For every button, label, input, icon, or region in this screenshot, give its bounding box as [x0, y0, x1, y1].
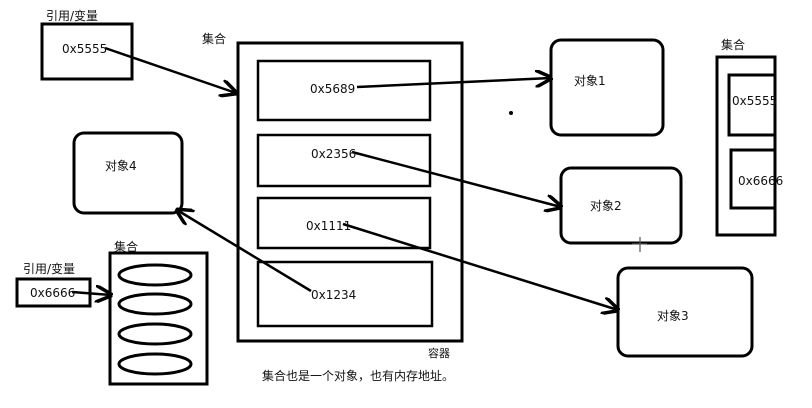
- set-label-bottom: 集合: [114, 240, 139, 254]
- crosshair-cursor-icon: [632, 237, 647, 252]
- object-label-2: 对象2: [590, 199, 622, 213]
- bottom-set-ellipse-3: [117, 322, 193, 346]
- right-set-value-2: 0x6666: [738, 174, 784, 188]
- object-box-4: [72, 131, 184, 215]
- object-box-1: [549, 38, 665, 137]
- arrow-slot4-to-object4: [177, 210, 312, 293]
- ref-value-top: 0x5555: [62, 42, 108, 56]
- set-label-right: 集合: [721, 38, 746, 52]
- stray-dot: [509, 111, 513, 115]
- bottom-set-box: [108, 251, 209, 386]
- bottom-set-ellipse-2: [117, 292, 193, 316]
- bottom-set-ellipse-4: [117, 352, 193, 376]
- right-set-box: [715, 55, 777, 237]
- slot-value-3: 0x1111: [306, 219, 352, 233]
- bottom-set-ellipse-1: [117, 263, 193, 287]
- object-label-4: 对象4: [105, 159, 137, 173]
- object-label-1: 对象1: [574, 74, 606, 88]
- arrow-slot1-to-object1: [356, 78, 551, 89]
- ref-var-label-top: 引用/变量: [46, 9, 99, 23]
- container-slot-4: [256, 260, 434, 328]
- slot-value-1: 0x5689: [310, 82, 356, 96]
- arrow-ref-to-bottom-set: [71, 292, 111, 295]
- caption-text: 集合也是一个对象，也有内存地址。: [262, 369, 455, 383]
- container-slot-3: [256, 196, 432, 250]
- container-label: 容器: [428, 347, 450, 360]
- ref-value-bottom: 0x6666: [30, 286, 76, 300]
- container-slot-1: [256, 59, 432, 122]
- main-container: [236, 41, 464, 343]
- set-label-main: 集合: [202, 32, 227, 46]
- ref-box-top: [40, 22, 134, 81]
- ref-var-label-bottom: 引用/变量: [23, 262, 76, 276]
- slot-value-2: 0x2356: [311, 147, 357, 161]
- arrow-slot2-to-object2: [351, 150, 561, 207]
- object-label-3: 对象3: [657, 309, 689, 323]
- slot-value-4: 0x1234: [311, 288, 357, 302]
- right-set-item-2: [729, 148, 777, 210]
- right-set-item-1: [727, 73, 777, 137]
- arrow-ref-to-container: [104, 46, 236, 93]
- arrow-slot3-to-object3: [342, 222, 618, 310]
- right-set-value-1: 0x5555: [732, 94, 778, 108]
- container-slot-2: [256, 133, 432, 188]
